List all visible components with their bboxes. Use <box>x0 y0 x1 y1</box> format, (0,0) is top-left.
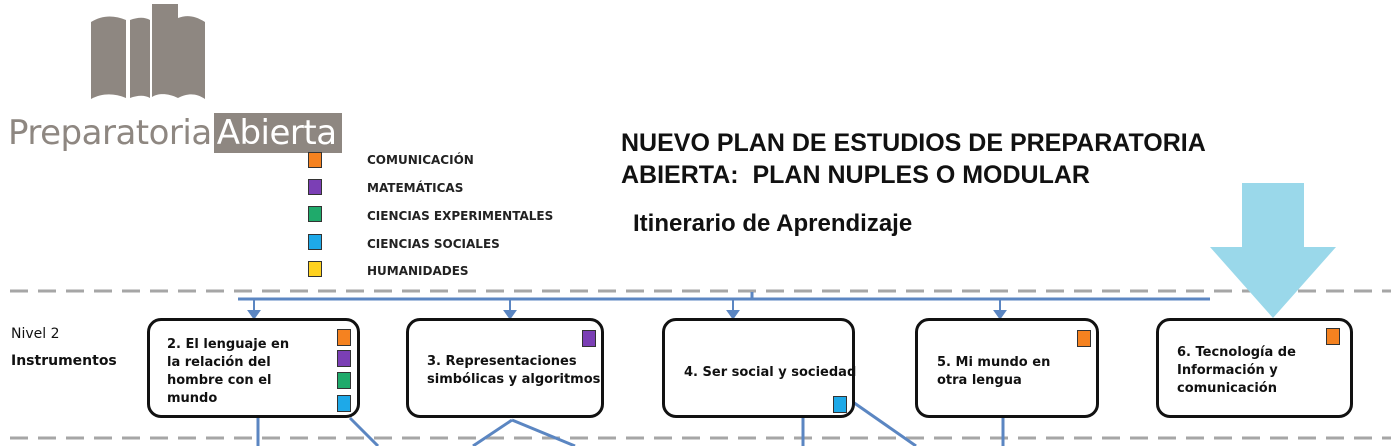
bus-drop-arrows <box>247 299 1007 320</box>
module-node-4-text: 4. Ser social y sociedad <box>684 365 857 380</box>
logo-text-box: Abierta <box>213 113 342 153</box>
logo-text-main: Preparatoria <box>8 113 212 153</box>
logo-book-icon <box>91 4 205 99</box>
module-node-3-tag-matematicas <box>582 330 596 347</box>
legend-swatch-humanidades <box>308 261 322 277</box>
module-node-3-text: 3. Representaciones simbólicas y algorit… <box>427 354 601 387</box>
module-node-3: 3. Representaciones simbólicas y algorit… <box>406 318 604 418</box>
module-node-5-tag-comunicacion <box>1077 330 1091 347</box>
module-node-4-tag-ciencias-sociales <box>833 396 847 413</box>
module-node-5-text: 5. Mi mundo en otra lengua <box>937 355 1051 388</box>
legend-swatch-comunicacion <box>308 152 322 168</box>
legend-label-ciencias-experimentales: CIENCIAS EXPERIMENTALES <box>367 209 554 223</box>
module-node-2: 2. El lenguaje en la relación del hombre… <box>147 318 360 418</box>
lower-connectors <box>256 398 1005 446</box>
module-node-2-tag-ciencias-sociales <box>337 395 351 412</box>
module-node-2-tag-matematicas <box>337 350 351 367</box>
module-node-2-text: 2. El lenguaje en la relación del hombre… <box>167 337 290 406</box>
legend-swatch-ciencias-sociales <box>308 234 322 250</box>
page-subtitle: Itinerario de Aprendizaje <box>633 210 913 237</box>
level-name: Instrumentos <box>11 353 117 369</box>
legend-label-matematicas: MATEMÁTICAS <box>367 181 464 195</box>
title-line-2: ABIERTA: PLAN NUPLES O MODULAR <box>621 161 1090 189</box>
title-line-1: NUEVO PLAN DE ESTUDIOS DE PREPARATORIA <box>621 129 1206 157</box>
module-node-2-tag-ciencias-experimentales <box>337 372 351 389</box>
legend-label-ciencias-sociales: CIENCIAS SOCIALES <box>367 237 500 251</box>
legend-swatch-matematicas <box>308 179 322 195</box>
module-node-2-tag-comunicacion <box>337 329 351 346</box>
module-node-6-text: 6. Tecnología de Información y comunicac… <box>1177 345 1296 396</box>
legend-label-comunicacion: COMUNICACIÓN <box>367 153 474 167</box>
module-node-5: 5. Mi mundo en otra lengua <box>915 318 1099 418</box>
level-label: Nivel 2 <box>11 326 60 342</box>
module-node-6: 6. Tecnología de Información y comunicac… <box>1156 318 1353 418</box>
module-node-4: 4. Ser social y sociedad <box>662 318 857 418</box>
big-down-arrow <box>1210 183 1336 318</box>
legend-swatch-ciencias-experimentales <box>308 206 322 222</box>
page-title: NUEVO PLAN DE ESTUDIOS DE PREPARATORIA A… <box>621 127 1206 191</box>
module-node-6-tag-comunicacion <box>1326 328 1340 345</box>
legend-label-humanidades: HUMANIDADES <box>367 264 469 278</box>
